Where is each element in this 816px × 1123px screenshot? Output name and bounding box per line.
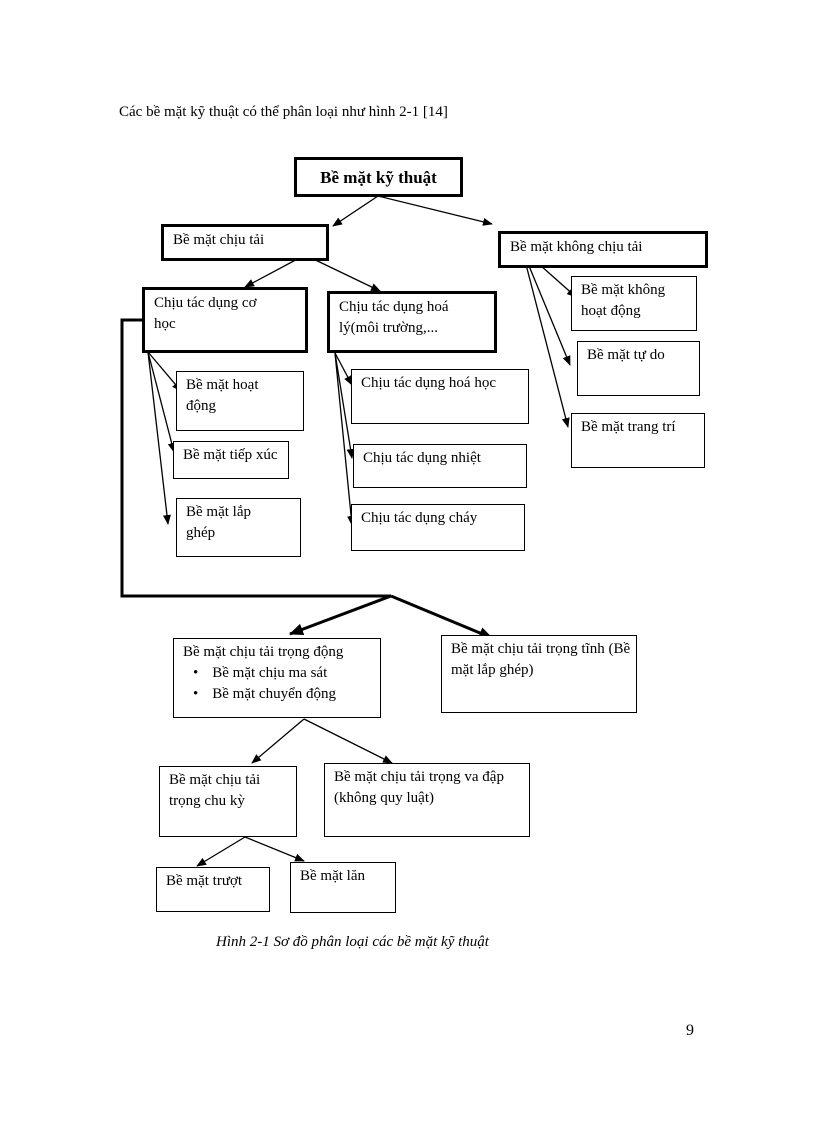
node-mech-active-label: Bề mặt hoạt động (186, 377, 259, 414)
node-phys-fire: Chịu tác dụng cháy (351, 504, 525, 551)
arrow-nonload-3 (521, 248, 570, 428)
arrow-root-to-nonload (377, 195, 493, 226)
node-mech-assembly: Bề mặt lắp ghép (176, 498, 301, 557)
bullet-text: Bề mặt chuyển động (212, 686, 336, 702)
arrow-root-to-load (332, 195, 379, 227)
node-mech-active: Bề mặt hoạt động (176, 371, 304, 431)
node-mech-assembly-label: Bề mặt lắp ghép (186, 504, 251, 541)
arrow-mech-1 (147, 351, 182, 392)
node-dynamic: Bề mặt chịu tải trọng động Bề mặt chịu m… (173, 638, 381, 718)
node-phys-chemical: Chịu tác dụng hoá học (351, 369, 529, 424)
arrow-phys-2 (334, 352, 355, 459)
node-dynamic-title: Bề mặt chịu tải trọng động (183, 644, 344, 660)
node-mech-contact: Bề mặt tiếp xúc (173, 441, 289, 479)
bracket-mech-to-bottom (120, 318, 391, 598)
node-impact-label: Bề mặt chịu tải trọng va đập (không quy … (334, 769, 504, 806)
arrow-load-to-physchem (304, 254, 381, 292)
bullet-item: Bề mặt chịu ma sát (193, 663, 371, 684)
node-dynamic-bullets: Bề mặt chịu ma sát Bề mặt chuyển động (183, 663, 371, 705)
arrow-phys-1 (334, 352, 353, 386)
node-physchem: Chịu tác dụng hoá lý(môi trường,... (327, 291, 497, 353)
node-phys-thermal: Chịu tác dụng nhiệt (353, 444, 527, 488)
arrow-phys-3 (334, 352, 356, 526)
node-root: Bề mặt kỹ thuật (294, 157, 463, 197)
node-load-bearing: Bề mặt chịu tải (161, 224, 329, 261)
page-number: 9 (686, 1022, 694, 1039)
arrow-bracket-to-static (390, 594, 493, 640)
arrow-cyclic-to-rolling (244, 836, 305, 862)
node-rolling: Bề mặt lăn (290, 862, 396, 913)
arrow-dyn-to-impact (303, 718, 393, 764)
node-impact: Bề mặt chịu tải trọng va đập (không quy … (324, 763, 530, 837)
node-cyclic: Bề mặt chịu tải trọng chu kỳ (159, 766, 297, 837)
intro-text: Các bề mặt kỹ thuật có thể phân loại như… (119, 104, 448, 120)
node-static: Bề mặt chịu tải trọng tĩnh (Bề mặt lắp g… (441, 635, 637, 713)
figure-caption: Hình 2-1 Sơ đồ phân loại các bề mặt kỹ t… (216, 934, 489, 950)
arrow-nonload-2 (521, 248, 571, 366)
node-nonload-inactive: Bề mặt không hoạt động (571, 276, 697, 331)
node-mechanical: Chịu tác dụng cơ học (142, 287, 308, 353)
node-mechanical-label: Chịu tác dụng cơ học (154, 295, 257, 332)
arrow-bracket-to-dynamic (289, 594, 392, 636)
node-static-label: Bề mặt chịu tải trọng tĩnh (Bề mặt lắp g… (451, 641, 631, 678)
arrow-mech-2 (147, 351, 176, 453)
node-nonload-decorative: Bề mặt trang trí (571, 413, 705, 468)
node-nonload-inactive-label: Bề mặt không hoạt động (581, 282, 666, 319)
node-sliding: Bề mặt trượt (156, 867, 270, 912)
bullet-text: Bề mặt chịu ma sát (212, 665, 328, 681)
arrow-cyclic-to-sliding (196, 836, 246, 867)
node-non-load-bearing: Bề mặt không chịu tải (498, 231, 708, 268)
bullet-item: Bề mặt chuyển động (193, 684, 371, 705)
arrow-dyn-to-cyclic (251, 718, 305, 764)
node-cyclic-label: Bề mặt chịu tải trọng chu kỳ (169, 772, 261, 809)
node-physchem-label: Chịu tác dụng hoá lý(môi trường,... (339, 299, 449, 336)
arrow-mech-3 (147, 351, 171, 525)
node-nonload-free: Bề mặt tự do (577, 341, 700, 396)
